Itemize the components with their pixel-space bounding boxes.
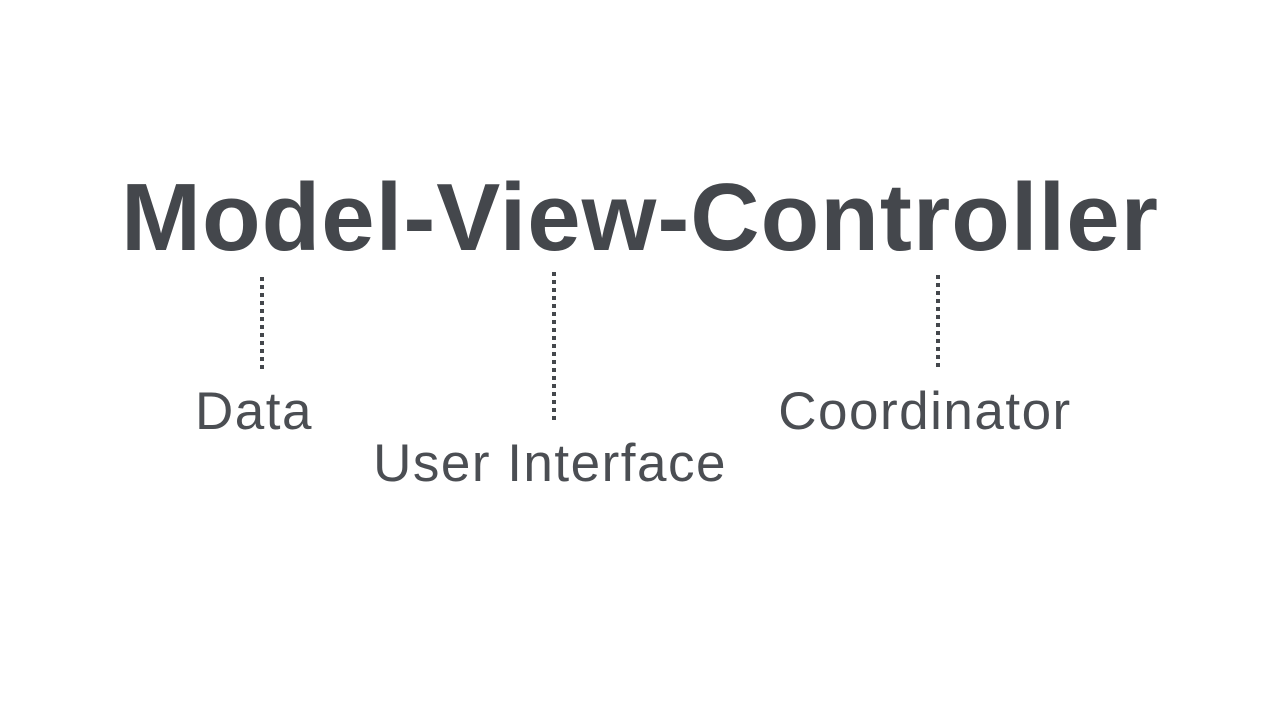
connector-dotted-line-model xyxy=(260,277,264,369)
connector-dotted-line-controller xyxy=(936,275,940,367)
diagram-title: Model-View-Controller xyxy=(121,164,1159,271)
label-model-data: Data xyxy=(195,382,313,441)
label-controller-coordinator: Coordinator xyxy=(778,382,1072,441)
connector-dotted-line-view xyxy=(552,272,556,420)
label-view-user-interface: User Interface xyxy=(373,434,727,493)
